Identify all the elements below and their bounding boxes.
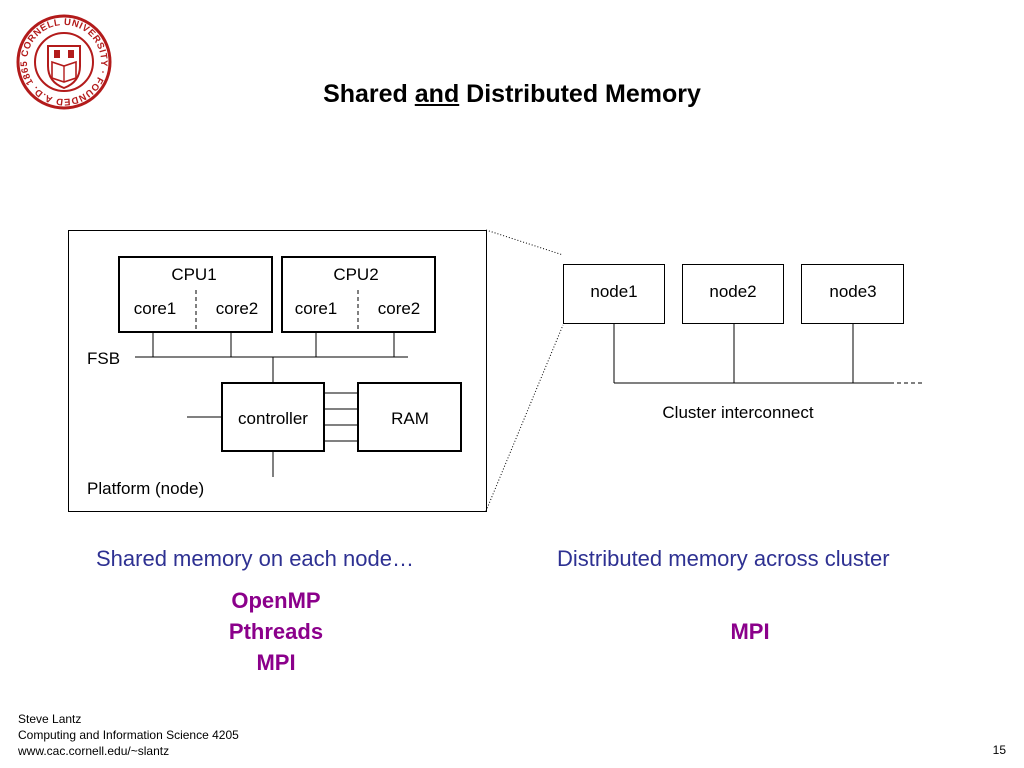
shared-memory-api-list: OpenMP Pthreads MPI [176,585,376,678]
cluster-node1-box [563,264,665,324]
cluster-node1-label: node1 [590,282,637,301]
fsb-label: FSB [87,349,120,368]
cpu2-core2-label: core2 [378,299,421,318]
cluster-node2-box [682,264,784,324]
cpu1-label: CPU1 [171,265,216,284]
shared-memory-caption: Shared memory on each node… [96,546,414,571]
footer-course: Computing and Information Science 4205 [18,728,239,742]
ram-label: RAM [391,409,429,428]
footer-url: www.cac.cornell.edu/~slantz [18,744,170,758]
distributed-memory-api-list: MPI [650,616,850,647]
title-emphasis: and [414,80,460,108]
cluster-interconnect-label: Cluster interconnect [662,403,813,422]
cornell-seal-logo: CORNELL UNIVERSITY · FOUNDED A.D. 1865 [16,14,112,115]
cluster-node3-label: node3 [829,282,876,301]
footer-author: Steve Lantz [18,712,82,726]
page-number: 15 [992,743,1006,757]
api-item-openmp: OpenMP [231,588,321,613]
platform-node-box [68,230,487,512]
platform-node-label: Platform (node) [87,479,204,498]
cpu2-core1-label: core1 [295,299,338,318]
controller-label: controller [238,409,308,428]
api-item-mpi: MPI [256,650,296,675]
ram-box [357,382,462,452]
zoom-line-top [485,229,564,256]
slide-title: Shared and Distributed Memory [323,80,701,108]
zoom-line-bottom [485,324,564,512]
api-item-mpi: MPI [730,619,770,644]
cpu1-core1-label: core1 [134,299,177,318]
cpu2-label: CPU2 [333,265,378,284]
cpu2-box [281,256,436,333]
cluster-node3-box [801,264,904,324]
cluster-node2-label: node2 [709,282,756,301]
slide-footer: Steve Lantz Computing and Information Sc… [18,711,239,759]
cpu1-core2-label: core2 [216,299,259,318]
distributed-memory-caption: Distributed memory across cluster [557,546,890,571]
api-item-pthreads: Pthreads [228,619,324,644]
cpu1-box [118,256,273,333]
